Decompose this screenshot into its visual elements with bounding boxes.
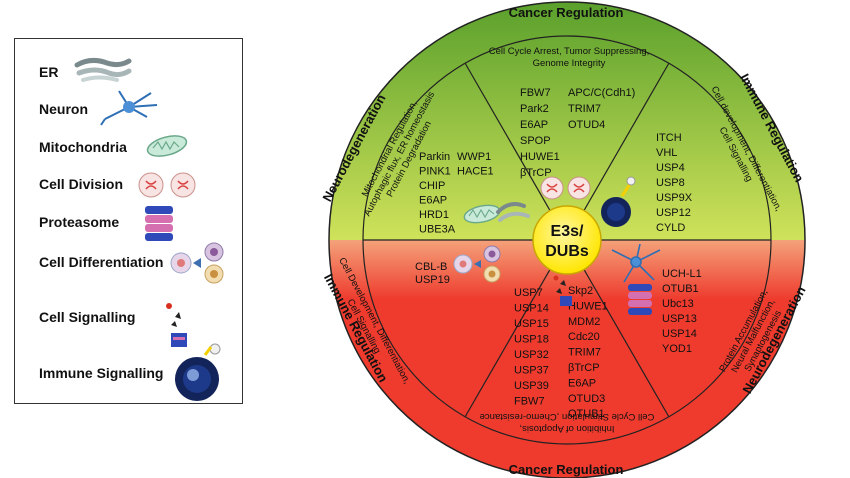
legend-label-immune-signalling: Immune Signalling	[39, 365, 164, 381]
protein-label: Ubc13	[662, 298, 694, 310]
protein-label: HUWE1	[520, 151, 560, 163]
protein-label: PINK1	[419, 166, 451, 178]
er-icon	[74, 57, 132, 82]
protein-label: UBE3A	[419, 224, 456, 236]
protein-label: CBL-B	[415, 261, 447, 273]
legend-box: ER Neuron Mitochondria Cell Division Pro…	[14, 38, 243, 404]
center-label-line1: E3s/	[551, 223, 584, 240]
center-label-line2: DUBs	[545, 243, 589, 260]
protein-label: OTUB1	[568, 408, 605, 420]
legend-label-cell-signalling: Cell Signalling	[39, 309, 136, 325]
protein-label: WWP1	[457, 151, 491, 163]
protein-label: USP32	[514, 349, 549, 361]
outer-label-bottom: Cancer Regulation	[509, 462, 624, 477]
protein-label: USP15	[514, 318, 549, 330]
protein-label: USP19	[415, 274, 450, 286]
protein-label: USP7	[514, 287, 543, 299]
protein-label: E6AP	[568, 377, 596, 389]
protein-label: CYLD	[656, 222, 685, 234]
protein-label: MDM2	[568, 316, 600, 328]
upper-half	[329, 2, 805, 240]
protein-label: USP39	[514, 380, 549, 392]
protein-label: USP18	[514, 334, 549, 346]
protein-label: USP37	[514, 365, 549, 377]
protein-label: Skp2	[568, 285, 593, 297]
outer-ring	[328, 1, 806, 478]
protein-label: SPOP	[520, 135, 551, 147]
protein-label: βTrCP	[520, 167, 552, 179]
proteasome-icon	[145, 206, 173, 241]
protein-label: Cdc20	[568, 331, 600, 343]
protein-label: USP14	[514, 303, 549, 315]
description-top-line: Cell Cycle Arrest, Tumor Suppressing,	[489, 46, 650, 57]
legend-label-proteasome: Proteasome	[39, 214, 120, 230]
lower-half	[329, 240, 805, 478]
protein-label: USP14	[662, 328, 697, 340]
protein-label: OTUD4	[568, 119, 605, 131]
protein-label: USP4	[656, 162, 685, 174]
description-top: Cell Cycle Arrest, Tumor Suppressing, Ge…	[489, 46, 650, 69]
cell-signalling-icon	[166, 303, 187, 347]
protein-label: VHL	[656, 147, 677, 159]
protein-label: HACE1	[457, 166, 494, 178]
protein-label: FBW7	[514, 396, 545, 408]
outer-label-top: Cancer Regulation	[509, 5, 624, 20]
protein-label: UCH-L1	[662, 268, 702, 280]
protein-label: Park2	[520, 103, 549, 115]
description-bottom: Inhibition of Apoptosis, Cell Cycle Stim…	[480, 411, 655, 434]
protein-label: βTrCP	[568, 362, 600, 374]
protein-label: USP13	[662, 313, 697, 325]
protein-label: ITCH	[656, 132, 682, 144]
cell-division-icon	[540, 176, 591, 200]
protein-label: YOD1	[662, 343, 692, 355]
protein-label: FBW7	[520, 87, 551, 99]
description-bottom-line: Cell Cycle Stimulation ,Chemo-resistance	[480, 411, 655, 422]
protein-label: OTUB1	[662, 283, 699, 295]
er-icon	[496, 202, 530, 222]
cell-signalling-icon	[553, 275, 572, 306]
cell-division-icon	[138, 172, 196, 198]
protein-lists: FBW7Park2E6APSPOPHUWE1βTrCPAPC/C(Cdh1)TR…	[415, 87, 702, 420]
center-circle	[532, 205, 602, 275]
cell-differentiation-icon	[453, 245, 501, 283]
legend-label-er: ER	[39, 64, 59, 80]
cell-differentiation-icon	[170, 242, 224, 284]
protein-label: USP8	[656, 177, 685, 189]
protein-label: HUWE1	[568, 300, 608, 312]
mitochondria-icon	[146, 135, 188, 157]
protein-label: Parkin	[419, 151, 450, 163]
description-bottom-line: Inhibition of Apoptosis,	[519, 423, 614, 434]
protein-label: APC/C(Cdh1)	[568, 87, 635, 99]
protein-label: TRIM7	[568, 103, 601, 115]
protein-label: E6AP	[520, 119, 548, 131]
legend-label-neuron: Neuron	[39, 101, 88, 117]
protein-label: HRD1	[419, 209, 449, 221]
protein-label: USP12	[656, 207, 691, 219]
legend-label-cell-differentiation: Cell Differentiation	[39, 254, 164, 270]
description-top-line: Genome Integrity	[533, 58, 606, 69]
protein-label: E6AP	[419, 195, 447, 207]
neuron-icon	[611, 243, 661, 283]
proteasome-icon	[628, 284, 652, 315]
protein-label: OTUD3	[568, 393, 605, 405]
immune-signalling-icon	[601, 176, 636, 227]
immune-signalling-icon	[175, 343, 221, 401]
legend-label-mitochondria: Mitochondria	[39, 139, 127, 155]
neuron-icon	[100, 90, 158, 126]
legend-label-cell-division: Cell Division	[39, 176, 124, 192]
protein-label: CHIP	[419, 180, 445, 192]
protein-label: TRIM7	[568, 347, 601, 359]
protein-label: USP9X	[656, 192, 693, 204]
